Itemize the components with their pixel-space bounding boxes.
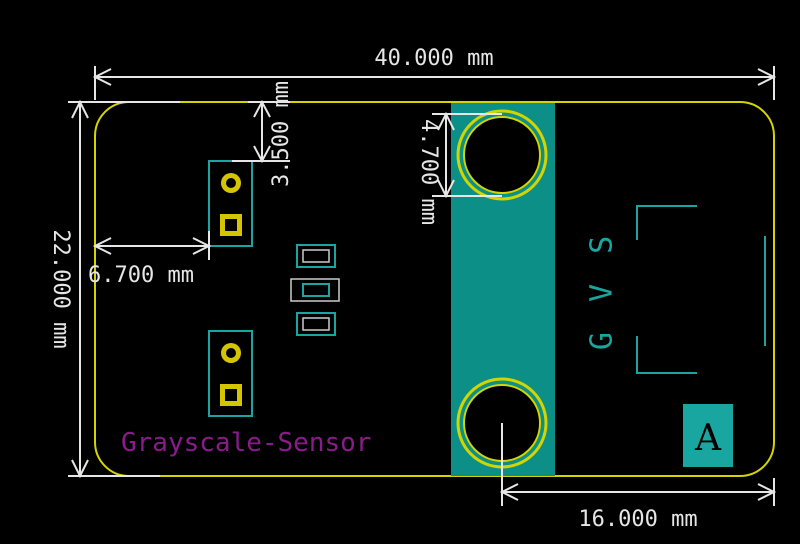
dimension-width (92, 66, 777, 100)
logo-box (683, 404, 733, 467)
connector-upper (208, 160, 253, 247)
dimension-left-offset (92, 231, 212, 260)
dimension-left-offset-label: 6.700 mm (88, 263, 194, 288)
board-name-text: Grayscale-Sensor (121, 428, 371, 458)
sensor-outline-bracket (636, 205, 766, 374)
smd-component-3 (296, 312, 336, 336)
dimension-bottom-label: 16.000 mm (578, 507, 697, 532)
pin-labels-text: G V S (585, 230, 620, 350)
logo-letter: A (694, 418, 722, 459)
dimension-height-label: 22.000 mm (48, 229, 73, 348)
dimension-width-label: 40.000 mm (374, 46, 493, 71)
dimension-top-offset (232, 99, 290, 164)
dimension-height (68, 99, 180, 479)
smd-component-1 (296, 244, 336, 268)
mounting-hole-top (456, 109, 548, 201)
board-outline (94, 101, 775, 477)
dimension-hole-label: 4.700 mm (416, 119, 441, 225)
dimension-bottom (499, 423, 777, 506)
dimension-hole (432, 111, 502, 199)
connector-lower (208, 330, 253, 417)
dimension-top-offset-label: 3.500 mm (269, 81, 294, 187)
smd-component-2 (290, 278, 340, 302)
